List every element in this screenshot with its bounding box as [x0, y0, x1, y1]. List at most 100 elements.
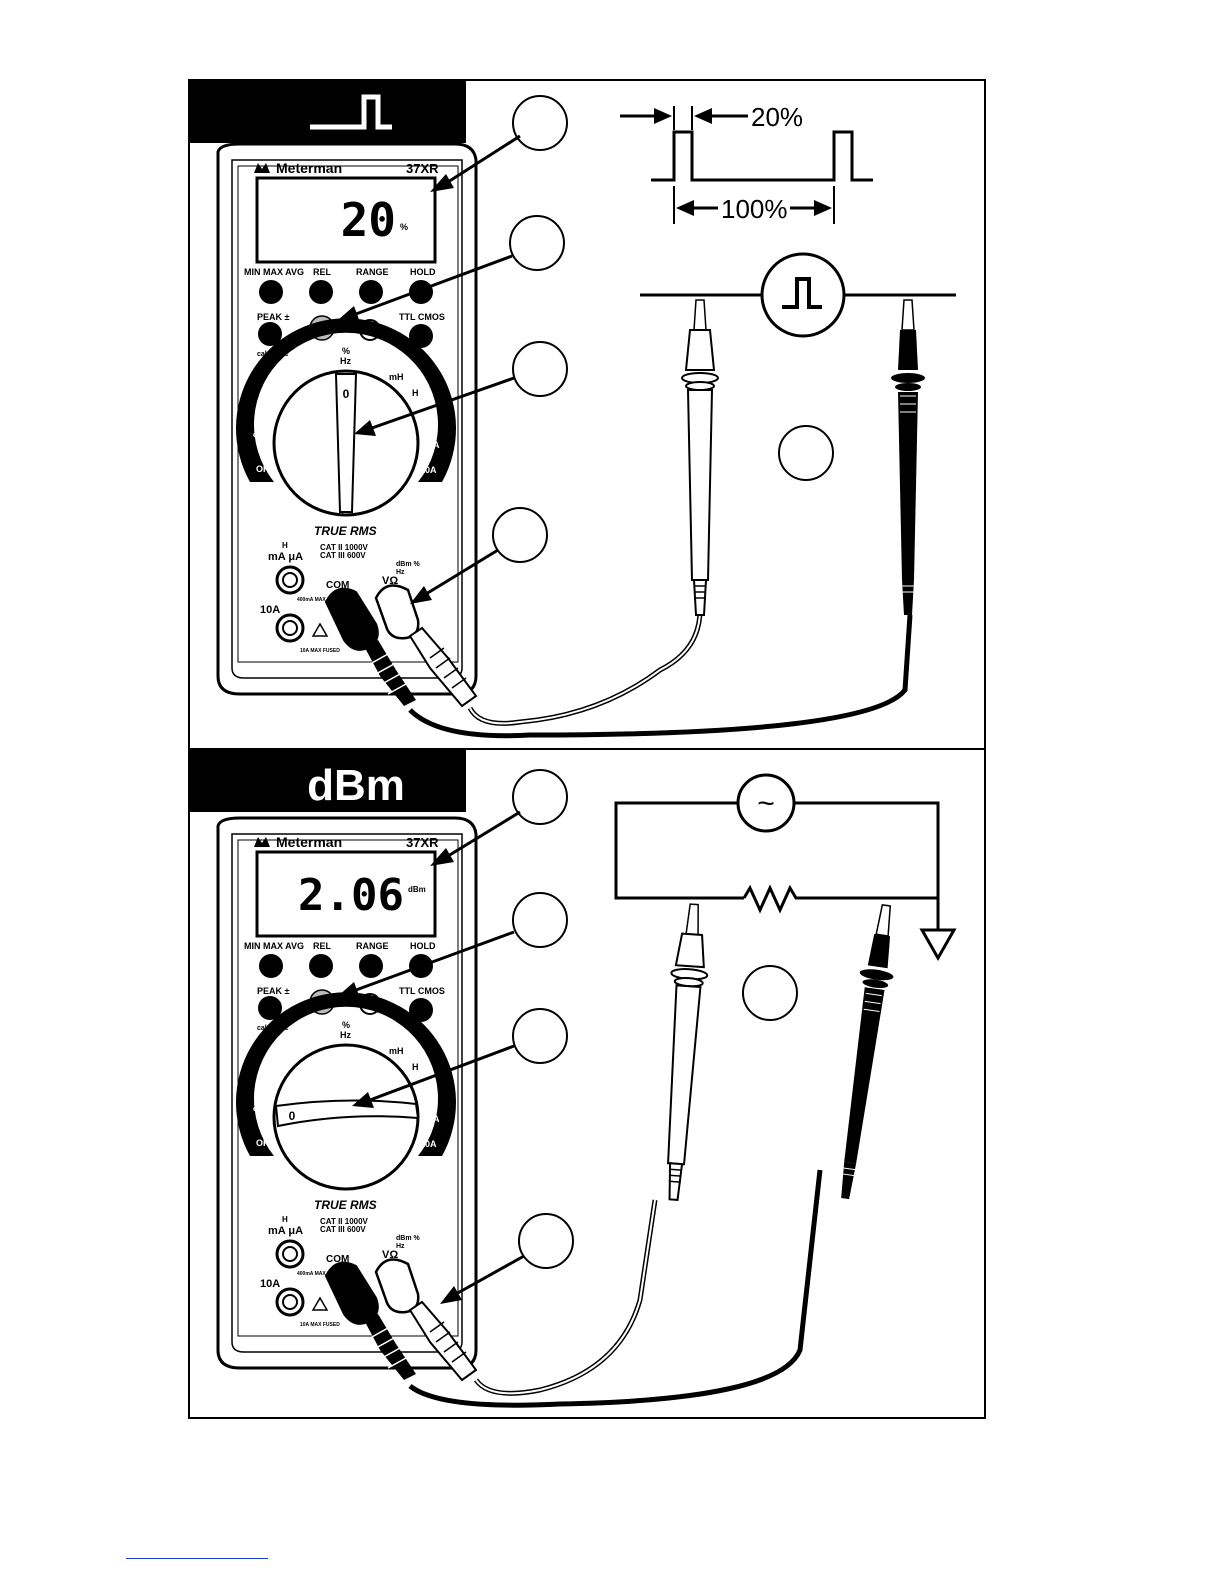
panel-header-title: dBm	[307, 761, 405, 810]
period-label: 100%	[721, 194, 788, 224]
callout-4b	[518, 1213, 574, 1269]
true-rms-label: TRUE RMS	[314, 524, 377, 538]
ac-source-circle	[736, 773, 796, 833]
10a-terminal-jack-inner-2	[282, 1294, 298, 1310]
dial-dbm-label: dBm	[253, 432, 269, 439]
dial-off-label: OFF	[256, 464, 274, 474]
white-probe-2	[667, 903, 709, 1201]
lcd-unit-2: dBm	[408, 885, 426, 894]
v-terminal-top-label: dBm %	[396, 561, 421, 568]
ground-icon	[919, 928, 957, 962]
callout-2-arrow	[355, 254, 513, 316]
10a-terminal-jack-2[interactable]	[275, 1287, 305, 1317]
dial-hz-label: Hz	[340, 356, 351, 366]
circuit-wire-left-2	[614, 801, 744, 900]
callout-3b-arrow	[369, 1044, 515, 1102]
rel-button[interactable]	[309, 280, 333, 304]
10a-terminal-label-2: 10A	[260, 1278, 280, 1290]
dial-ua-label-2: μA	[426, 1088, 439, 1098]
warning-icon	[311, 622, 329, 637]
panel-duty-cycle: Meterman 37XR 20 % MIN MAX AVG REL RANGE…	[190, 81, 956, 739]
dial-h-label: H	[412, 388, 419, 398]
dial-vdc-label-2: V	[260, 1086, 267, 1097]
lcd-value-2: 2.06	[298, 870, 404, 921]
dial-ohm-label: Ω	[271, 389, 280, 401]
black-test-plug	[324, 587, 416, 706]
white-cable	[469, 609, 701, 725]
period-arrowhead-right	[814, 200, 832, 216]
dial-ohm-label-2: Ω	[271, 1063, 280, 1075]
callout-1-arrow	[447, 134, 521, 184]
callout-3-arrowhead	[354, 420, 376, 436]
dial-off-label-2: OFF	[256, 1138, 274, 1148]
ac-source-icon: ~	[757, 787, 775, 820]
10a-terminal-label: 10A	[260, 604, 280, 616]
cat2-label-2: CAT II 1000V	[320, 1217, 369, 1226]
resistor-icon	[742, 884, 802, 914]
callout-2b-arrowhead	[338, 982, 360, 998]
white-test-plug	[374, 584, 478, 708]
callout-2	[509, 215, 565, 271]
black-probe	[891, 299, 925, 615]
black-cable	[408, 614, 913, 739]
fuse2-label: 10A MAX FUSED	[300, 648, 340, 654]
callout-3b	[512, 1008, 568, 1064]
hold-label: HOLD	[410, 267, 436, 277]
ttl-cmos-label-2: TTL CMOS	[399, 986, 445, 996]
panel-header-bar	[190, 81, 466, 143]
v-terminal-top-label-2: dBm %	[396, 1235, 421, 1242]
dial-ring-2	[235, 992, 456, 1156]
callout-3-arrow	[371, 376, 515, 430]
callout-3b-arrowhead	[352, 1092, 374, 1108]
ma-terminal-top-label: H	[282, 541, 288, 550]
ttl-cmos-button-2[interactable]	[409, 998, 433, 1022]
ttl-cmos-button[interactable]	[409, 324, 433, 348]
callout-2b-arrow	[355, 930, 515, 992]
brand-label-2: Meterman	[276, 834, 342, 850]
dial-ring	[235, 318, 456, 482]
circuit-wire-right-2	[794, 801, 940, 900]
ma-terminal-label: mA μA	[268, 551, 303, 563]
cat2-label: CAT II 1000V	[320, 543, 369, 552]
callout-1b	[512, 769, 568, 825]
dial-vac-label-2: V	[257, 1114, 264, 1125]
dial-logic-label: LOGIC	[304, 356, 333, 366]
callout-2-arrowhead	[338, 306, 360, 322]
fuse1-label-2: 400mA MAX FUSED	[297, 1271, 344, 1277]
dial-mh-label: mH	[389, 372, 404, 382]
pulse-source-icon	[782, 277, 822, 309]
range-button[interactable]	[359, 280, 383, 304]
v-terminal-label-2: VΩ	[382, 1249, 398, 1261]
pulse-source-circle	[760, 252, 846, 338]
dial-mh-segment-2	[378, 1038, 432, 1084]
peak-button[interactable]	[258, 322, 282, 346]
hold-button[interactable]	[409, 280, 433, 304]
callout-2b	[512, 892, 568, 948]
min-max-avg-label: MIN MAX AVG	[244, 267, 304, 277]
hold-label-2: HOLD	[410, 941, 436, 951]
dial-mh-label-2: mH	[389, 1046, 404, 1056]
dial-ma-label: mA	[425, 440, 440, 450]
black-test-plug-2	[324, 1261, 416, 1380]
min-max-avg-button[interactable]	[259, 280, 283, 304]
dial-ma-label-2: mA	[425, 1114, 440, 1124]
min-max-avg-button-2[interactable]	[259, 954, 283, 978]
10a-terminal-jack[interactable]	[275, 613, 305, 643]
ma-terminal-jack-2[interactable]	[275, 1239, 305, 1269]
range-button-2[interactable]	[359, 954, 383, 978]
pulse-header-icon	[310, 94, 392, 130]
ma-terminal-top-label-2: H	[282, 1215, 288, 1224]
model-label: 37XR	[406, 161, 439, 176]
rel-button-2[interactable]	[309, 954, 333, 978]
knob-pointer	[334, 373, 358, 513]
callout-1-arrowhead	[430, 174, 454, 192]
brand-label: Meterman	[276, 160, 342, 176]
knob-indicator-2: 0	[289, 1109, 296, 1123]
min-max-avg-label-2: MIN MAX AVG	[244, 941, 304, 951]
dial-dbm-label-2: dBm	[253, 1106, 269, 1113]
rel-label-2: REL	[313, 941, 332, 951]
ma-terminal-jack[interactable]	[275, 565, 305, 595]
peak-button-2[interactable]	[258, 996, 282, 1020]
lcd-value: 20	[341, 193, 396, 247]
